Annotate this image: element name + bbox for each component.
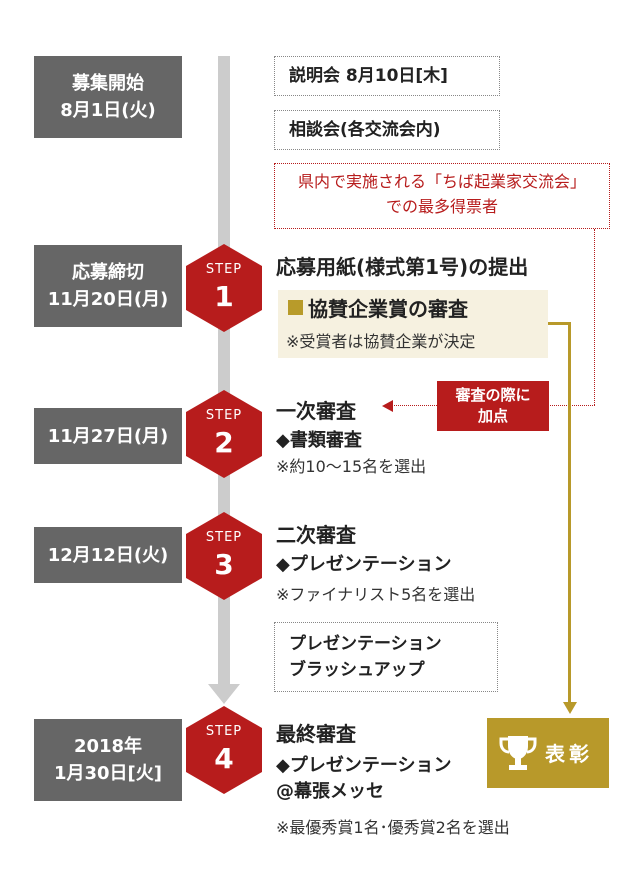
award-connector-horizontal xyxy=(548,322,570,325)
date-text: 11月27日(月) xyxy=(47,425,169,447)
step-3-sub: ◆プレゼンテーション xyxy=(276,554,452,575)
date-box-final: 2018年 1月30日[火] xyxy=(34,719,182,801)
presentation-brushup-line: プレゼンテーション xyxy=(289,634,442,654)
presentation-brushup-box: プレゼンテーション ブラッシュアップ xyxy=(274,622,498,692)
vote-note-line: での最多得票者 xyxy=(385,197,498,216)
vote-connector-vertical xyxy=(594,229,595,405)
trophy-icon xyxy=(499,736,537,770)
step-3-note: ※ファイナリスト5名を選出 xyxy=(276,585,476,604)
date-text: 1月30日[火] xyxy=(53,763,163,784)
step-number: 2 xyxy=(214,426,234,459)
step-1-heading: 応募用紙(様式第1号)の提出 xyxy=(276,255,529,279)
sponsor-award-review-desc: ※受賞者は協賛企業が決定 xyxy=(286,332,476,351)
award-connector-vertical xyxy=(568,322,571,706)
step-3-heading: 二次審査 xyxy=(276,523,356,547)
presentation-brushup-line: ブラッシュアップ xyxy=(289,660,425,680)
bonus-points-line: 審査の際に xyxy=(455,386,531,404)
vote-note-line: 県内で実施される「ちば起業家交流会」 xyxy=(297,172,586,191)
step-number: 1 xyxy=(214,280,234,313)
date-box-deadline: 応募締切 11月20日(月) xyxy=(34,245,182,327)
briefing-session-text: 説明会 8月10日[木] xyxy=(289,66,448,86)
date-text: 11月20日(月) xyxy=(47,289,169,310)
step-2-sub: ◆書類審査 xyxy=(276,430,362,451)
step-3-badge: STEP 3 xyxy=(186,512,262,600)
timeline-arrowhead xyxy=(208,684,240,704)
vote-note-box: 県内で実施される「ちば起業家交流会」 での最多得票者 xyxy=(274,163,610,229)
date-text: 12月12日(火) xyxy=(47,544,169,566)
step-2-heading: 一次審査 xyxy=(276,399,356,423)
step-4-sub-venue: @幕張メッセ xyxy=(276,781,384,802)
step-2-badge: STEP 2 xyxy=(186,390,262,478)
step-label: STEP xyxy=(205,262,243,277)
step-label: STEP xyxy=(205,724,243,739)
date-box-step3: 12月12日(火) xyxy=(34,527,182,583)
step-1-badge: STEP 1 xyxy=(186,244,262,332)
step-label: STEP xyxy=(205,408,243,423)
bonus-points-line: 加点 xyxy=(477,407,508,425)
award-box: 表彰 xyxy=(487,718,609,788)
square-bullet-icon xyxy=(288,300,303,315)
vote-connector-arrowhead xyxy=(382,400,393,412)
award-label: 表彰 xyxy=(545,742,593,766)
sponsor-award-review-title: 協賛企業賞の審査 xyxy=(308,297,468,321)
step-4-note: ※最優秀賞1名･優秀賞2名を選出 xyxy=(276,818,510,837)
date-text: 募集開始 xyxy=(72,73,144,94)
step-2-note: ※約10〜15名を選出 xyxy=(276,457,427,476)
sponsor-award-review-box: 協賛企業賞の審査 ※受賞者は協賛企業が決定 xyxy=(278,290,548,358)
step-4-badge: STEP 4 xyxy=(186,706,262,794)
step-4-sub: ◆プレゼンテーション xyxy=(276,755,452,776)
consultation-text: 相談会(各交流会内) xyxy=(289,120,441,140)
consultation-box: 相談会(各交流会内) xyxy=(274,110,500,150)
date-text: 応募締切 xyxy=(72,262,144,283)
date-box-recruit-start: 募集開始 8月1日(火) xyxy=(34,56,182,138)
step-4-heading: 最終審査 xyxy=(276,722,356,746)
step-number: 4 xyxy=(214,742,234,775)
step-label: STEP xyxy=(205,530,243,545)
award-connector-arrowhead xyxy=(563,702,577,714)
date-box-step2: 11月27日(月) xyxy=(34,408,182,464)
briefing-session-box: 説明会 8月10日[木] xyxy=(274,56,500,96)
date-text: 2018年 xyxy=(73,736,143,757)
bonus-points-badge: 審査の際に 加点 xyxy=(437,381,549,431)
step-number: 3 xyxy=(214,548,234,581)
date-text: 8月1日(火) xyxy=(60,100,156,121)
